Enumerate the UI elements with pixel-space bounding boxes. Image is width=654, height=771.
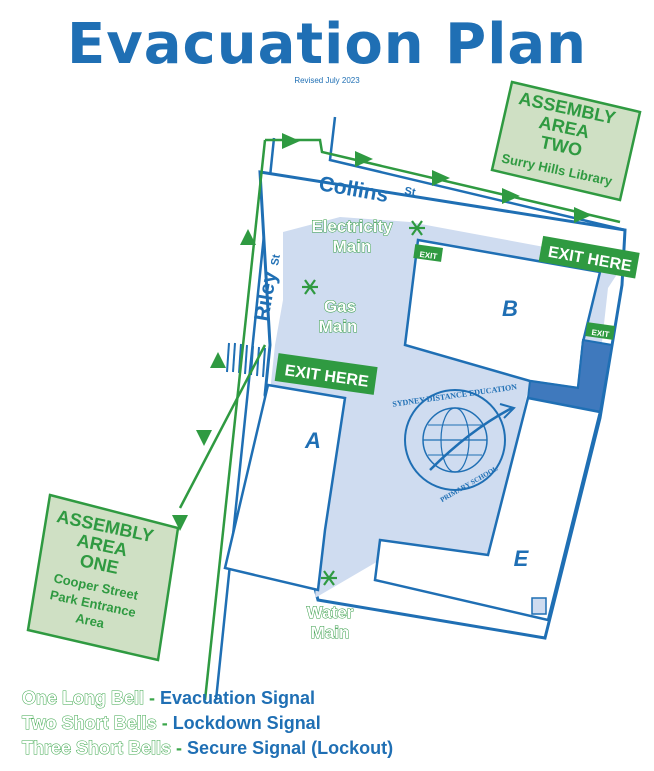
collins-street-suffix: St bbox=[403, 185, 416, 199]
revised-date: Revised July 2023 bbox=[294, 76, 360, 85]
page-title: Evacuation Plan bbox=[66, 12, 588, 77]
water-label-line2: Main bbox=[311, 623, 350, 642]
riley-street-suffix: St bbox=[269, 253, 283, 266]
legend-signal: Evacuation Signal bbox=[160, 688, 316, 708]
building-e-label: E bbox=[514, 546, 530, 571]
small-exit-label-1: EXIT bbox=[419, 250, 438, 261]
small-exit-sign-2 bbox=[585, 322, 615, 340]
legend-signal: Lockdown Signal bbox=[172, 713, 321, 733]
building-e-small-room bbox=[531, 597, 547, 615]
exit-here-left-banner bbox=[274, 353, 378, 395]
legend-separator: - bbox=[144, 688, 161, 708]
electricity-marker-icon bbox=[409, 220, 425, 236]
legend-bells: Two Short Bells bbox=[22, 713, 158, 734]
small-exit-label-2: EXIT bbox=[591, 328, 610, 339]
water-label-line1: Water bbox=[307, 603, 354, 622]
legend-row-lockdown: Two Short Bells - Lockdown Signal bbox=[22, 711, 642, 736]
legend-separator: - bbox=[156, 713, 173, 733]
legend-bells: Three Short Bells bbox=[21, 738, 172, 759]
assembly-area-two-box bbox=[490, 80, 642, 202]
signal-legend: One Long Bell - Evacuation Signal Two Sh… bbox=[21, 686, 642, 761]
gas-label-line1: Gas bbox=[324, 297, 356, 316]
legend-separator: - bbox=[171, 738, 188, 758]
gas-label-line2: Main bbox=[319, 317, 358, 336]
legend-row-evacuation: One Long Bell - Evacuation Signal bbox=[21, 686, 642, 711]
electricity-label-line1: Electricity bbox=[311, 217, 393, 236]
legend-row-secure: Three Short Bells - Secure Signal (Locko… bbox=[21, 736, 642, 761]
building-a bbox=[223, 383, 347, 592]
legend-bells: One Long Bell bbox=[21, 688, 145, 709]
gas-marker-icon bbox=[302, 279, 318, 295]
legend-signal: Secure Signal (Lockout) bbox=[187, 738, 394, 758]
route-arrows bbox=[172, 133, 592, 531]
assembly-area-one-box bbox=[26, 493, 180, 662]
water-marker-icon bbox=[321, 570, 337, 586]
exit-here-top-banner bbox=[538, 235, 640, 279]
building-a-label: A bbox=[304, 428, 321, 453]
school-logo bbox=[404, 389, 516, 491]
building-e bbox=[373, 396, 602, 622]
assembly-one-place3: Area bbox=[74, 610, 106, 631]
electricity-label-line2: Main bbox=[333, 237, 372, 256]
pedestrian-crossing bbox=[226, 342, 266, 378]
small-exit-sign-1 bbox=[413, 244, 443, 262]
building-b-label: B bbox=[502, 296, 518, 321]
